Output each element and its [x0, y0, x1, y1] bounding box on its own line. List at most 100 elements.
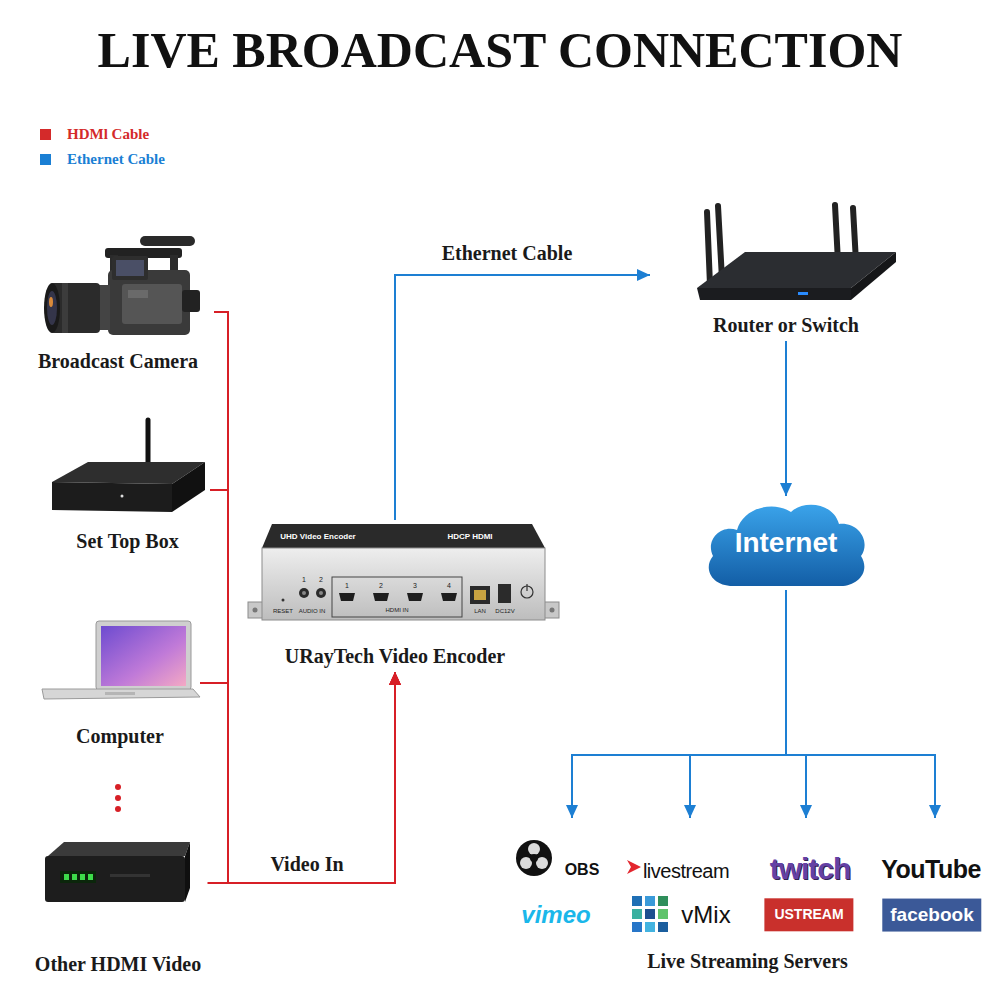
- encoder-device-part: [407, 593, 423, 601]
- arrow-head: [929, 805, 941, 818]
- arrow-head: [389, 672, 401, 685]
- set-top-box-icon-part: [121, 495, 124, 498]
- panel-text: RESET: [273, 608, 293, 615]
- streaming-servers: Live Streaming Servers: [505, 818, 990, 977]
- hdmi-box-icon-part: [48, 842, 190, 856]
- port-number: 4: [447, 582, 451, 590]
- panel-text: HDMI IN: [386, 607, 409, 614]
- encoder-device-part: [550, 608, 555, 613]
- router-node: Router or Switch: [650, 198, 922, 341]
- camera-icon-part: [112, 256, 148, 280]
- encoder-device-part: [526, 584, 527, 591]
- node-text: Router or Switch: [713, 313, 859, 337]
- more-dots-part: [115, 806, 121, 812]
- camera-icon-part: [116, 260, 144, 276]
- encoder-device-part: [498, 584, 511, 603]
- node-text: URayTech Video Encoder: [285, 644, 505, 668]
- livestream-icon: [627, 860, 641, 874]
- vmix-icon-part: [658, 909, 668, 919]
- camera-icon-part: [128, 290, 148, 298]
- router-icon-part: [707, 212, 710, 285]
- legend-swatch: [40, 154, 51, 165]
- connector-group: [200, 672, 401, 883]
- set-top-box-icon: [52, 420, 205, 512]
- edge-label: Ethernet Cable: [439, 241, 576, 265]
- vmix-icon-part: [658, 896, 668, 906]
- encoder-device-part: [319, 591, 323, 595]
- hdmi-box-icon-part: [185, 842, 190, 902]
- encoder-device-part: [299, 588, 309, 598]
- encoder-device: [248, 524, 559, 620]
- livestream-icon-part: [627, 860, 641, 874]
- panel-text: DC12V: [495, 608, 514, 615]
- legend-swatch: [40, 129, 51, 140]
- source-device: Computer: [40, 615, 200, 752]
- logo-badge: USTREAM: [764, 898, 853, 931]
- router-icon-part: [718, 206, 722, 279]
- camera-icon-part: [47, 291, 57, 325]
- internet-cloud: Internet: [703, 496, 869, 590]
- legend-text: Ethernet Cable: [67, 150, 165, 168]
- camera-icon: [44, 236, 200, 335]
- hdmi-box-icon-part: [110, 874, 150, 877]
- encoder-node: URayTech Video Encoder: [245, 520, 545, 672]
- arrow-head: [389, 672, 401, 685]
- vmix-icon-part: [658, 922, 668, 932]
- hdmi-box-icon-part: [64, 874, 69, 880]
- cable-connector: [214, 312, 395, 883]
- node-text: Other HDMI Video: [35, 952, 201, 976]
- encoder-device-part: [470, 586, 490, 604]
- encoder-device-part: [316, 588, 326, 598]
- node-text: Live Streaming Servers: [647, 949, 848, 973]
- arrow-head: [389, 672, 401, 685]
- vmix-icon: [632, 896, 668, 932]
- cable-connector: [785, 341, 787, 496]
- logo-text: vimeo: [521, 902, 590, 928]
- connector-group: [780, 341, 792, 496]
- arrow-head: [389, 672, 401, 685]
- arrow-head: [800, 805, 812, 818]
- more-dots-part: [115, 795, 121, 801]
- vmix-icon-part: [632, 909, 642, 919]
- port-number: 3: [413, 582, 417, 590]
- camera-icon-part: [62, 283, 68, 333]
- connector-group: [566, 590, 941, 818]
- hdmi-box-icon-part: [80, 874, 85, 880]
- panel-text: AUDIO IN: [299, 608, 326, 615]
- panel-text: LAN: [474, 608, 486, 615]
- obs-icon-part: [516, 840, 552, 876]
- arrow-head: [566, 805, 578, 818]
- cable-connector: [572, 590, 935, 818]
- panel-text: UHD Video Encoder: [280, 533, 355, 542]
- obs-icon-part: [530, 854, 538, 862]
- connector-group: [214, 312, 401, 883]
- set-top-box-icon-part: [52, 482, 172, 512]
- obs-icon: [516, 840, 552, 876]
- encoder-device-part: [262, 548, 545, 620]
- camera-icon-part: [44, 283, 60, 333]
- hdmi-box-icon-part: [45, 856, 185, 902]
- title: LIVE BROADCAST CONNECTION: [0, 20, 1000, 80]
- port-number: 2: [319, 576, 323, 584]
- encoder-device-part: [474, 590, 486, 600]
- arrow-head: [780, 483, 792, 496]
- laptop-icon: [42, 621, 200, 699]
- port-number: 1: [302, 576, 306, 584]
- encoder-device-part: [441, 593, 457, 601]
- connector-group: [208, 672, 402, 883]
- node-text: Broadcast Camera: [38, 349, 198, 373]
- node-text: Set Top Box: [76, 529, 178, 553]
- camera-icon-part: [182, 290, 200, 312]
- legend-row: Ethernet Cable: [40, 150, 165, 168]
- laptop-icon-part: [96, 621, 191, 690]
- camera-icon-part: [140, 236, 195, 246]
- more-dots: [115, 784, 121, 812]
- more-dots-part: [115, 784, 121, 790]
- router-icon-part: [798, 292, 808, 295]
- connector-group: [210, 490, 401, 883]
- logo-text: OBS: [565, 861, 600, 879]
- logo-text: livestream: [643, 860, 729, 882]
